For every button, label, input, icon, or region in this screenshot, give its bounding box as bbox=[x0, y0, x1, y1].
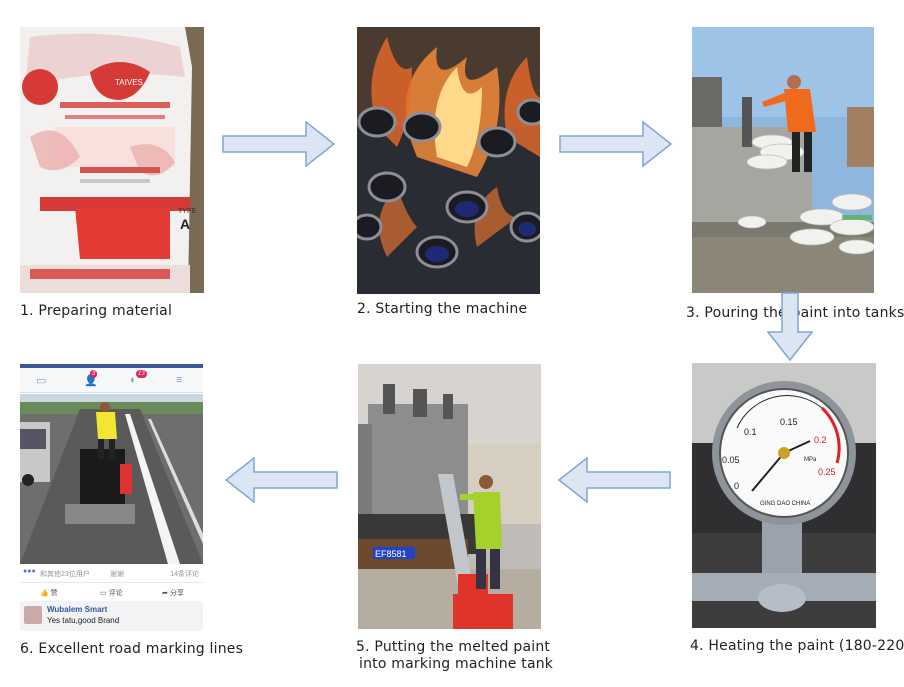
step-6-caption: 6. Excellent road marking lines bbox=[20, 641, 243, 658]
comment-count: 14条评论 bbox=[170, 571, 199, 578]
melting-kettle-photo: EF8581 bbox=[358, 364, 541, 629]
menu-icon: ≡ bbox=[176, 374, 183, 386]
news-feed-icon: ▭ bbox=[36, 375, 47, 387]
gauge-tick-01: 0.1 bbox=[744, 427, 757, 437]
share-label: 分享 bbox=[169, 590, 184, 597]
step-2-number: 2. bbox=[357, 301, 371, 317]
step-4-number: 4. bbox=[690, 638, 704, 654]
gauge-tick-02: 0.2 bbox=[814, 435, 827, 445]
step-5-caption: 5. Putting the melted paint into marking… bbox=[356, 639, 554, 673]
step-1-text: Preparing material bbox=[38, 303, 173, 319]
globe-icon: ◐13 bbox=[130, 370, 147, 386]
reactions-icon: ●●● bbox=[23, 568, 36, 575]
paint-bags-photo: TAIVES TYPE A bbox=[20, 27, 204, 293]
step-3-caption: 3. Pouring the paint into tanks bbox=[686, 305, 904, 322]
facebook-post-screenshot: ▭ 👤3 ◐13 ≡ ●●● 和其他23位用户 谢谢 14条评论 👍 赞 ▭ 评… bbox=[20, 364, 203, 631]
arrow-left-icon bbox=[557, 457, 671, 503]
like-button[interactable]: 👍 赞 bbox=[40, 588, 58, 598]
comment-text: Yes tatu,good Brand bbox=[47, 616, 120, 625]
arrow-right-icon bbox=[222, 121, 336, 167]
fb-header-bar bbox=[20, 364, 203, 368]
step-1-number: 1. bbox=[20, 303, 34, 319]
share-button[interactable]: ➦ 分享 bbox=[162, 588, 184, 598]
arrow-right-icon bbox=[559, 121, 673, 167]
reactions-text: 和其他23位用户 bbox=[40, 571, 90, 578]
step-4-text: Heating the paint (180-220 bbox=[708, 638, 904, 654]
commenter-name[interactable]: Wubalem Smart bbox=[47, 605, 108, 614]
worker-on-truck-photo bbox=[692, 27, 874, 293]
reactions-extra: 谢谢 bbox=[110, 571, 124, 578]
bag-brand-text: TAIVES bbox=[115, 78, 143, 87]
comment-icon: ▭ bbox=[100, 590, 107, 597]
like-label: 赞 bbox=[50, 590, 58, 597]
fb-reactions-row: ●●● 和其他23位用户 谢谢 14条评论 bbox=[20, 564, 203, 582]
step-6-text: Excellent road marking lines bbox=[38, 641, 244, 657]
step-1-caption: 1. Preparing material bbox=[20, 303, 172, 320]
step-5-number: 5. bbox=[356, 639, 370, 655]
like-icon: 👍 bbox=[40, 590, 49, 597]
gauge-tick-015: 0.15 bbox=[780, 417, 798, 427]
step-2-text: Starting the machine bbox=[375, 301, 528, 317]
share-icon: ➦ bbox=[162, 590, 168, 597]
step-4-caption: 4. Heating the paint (180-220 bbox=[690, 638, 904, 655]
fb-actions-row: 👍 赞 ▭ 评论 ➦ 分享 bbox=[20, 582, 203, 601]
road-marking-photo bbox=[20, 394, 203, 564]
bag-grade-text: A bbox=[180, 216, 190, 232]
burner-flames-photo bbox=[357, 27, 540, 294]
step-5-line-1: 5. Putting the melted paint bbox=[356, 639, 553, 656]
pressure-gauge-photo: 0 0.05 0.1 0.15 0.2 0.25 MPa GING DAO CH… bbox=[692, 363, 876, 628]
step-5-text-1: Putting the melted paint bbox=[374, 639, 551, 655]
notifications-badge: 13 bbox=[136, 370, 147, 378]
step-5-text-2: into marking machine tank bbox=[359, 656, 554, 672]
step-6-number: 6. bbox=[20, 641, 34, 657]
gauge-tick-0: 0 bbox=[734, 481, 739, 491]
truck-plate: EF8581 bbox=[375, 549, 407, 559]
comment-button[interactable]: ▭ 评论 bbox=[100, 588, 123, 598]
gauge-tick-025: 0.25 bbox=[818, 467, 836, 477]
step-2-caption: 2. Starting the machine bbox=[357, 301, 527, 318]
arrow-left-icon bbox=[224, 457, 338, 503]
gauge-tick-005: 0.05 bbox=[722, 455, 740, 465]
friends-badge: 3 bbox=[90, 370, 98, 378]
fb-comment: Wubalem Smart Yes tatu,good Brand bbox=[20, 601, 203, 631]
bag-type-text: TYPE bbox=[178, 208, 197, 215]
gauge-unit: MPa bbox=[804, 457, 817, 463]
fb-nav-bar: ▭ 👤3 ◐13 ≡ bbox=[20, 368, 203, 393]
avatar bbox=[24, 606, 42, 624]
gauge-brand: GING DAO CHINA bbox=[760, 501, 810, 507]
comment-label: 评论 bbox=[108, 590, 123, 597]
friends-icon: 👤3 bbox=[84, 370, 98, 387]
arrow-down-icon bbox=[767, 292, 813, 362]
step-3-number: 3. bbox=[686, 305, 700, 321]
step-3-text: Pouring the paint into tanks bbox=[704, 305, 904, 321]
